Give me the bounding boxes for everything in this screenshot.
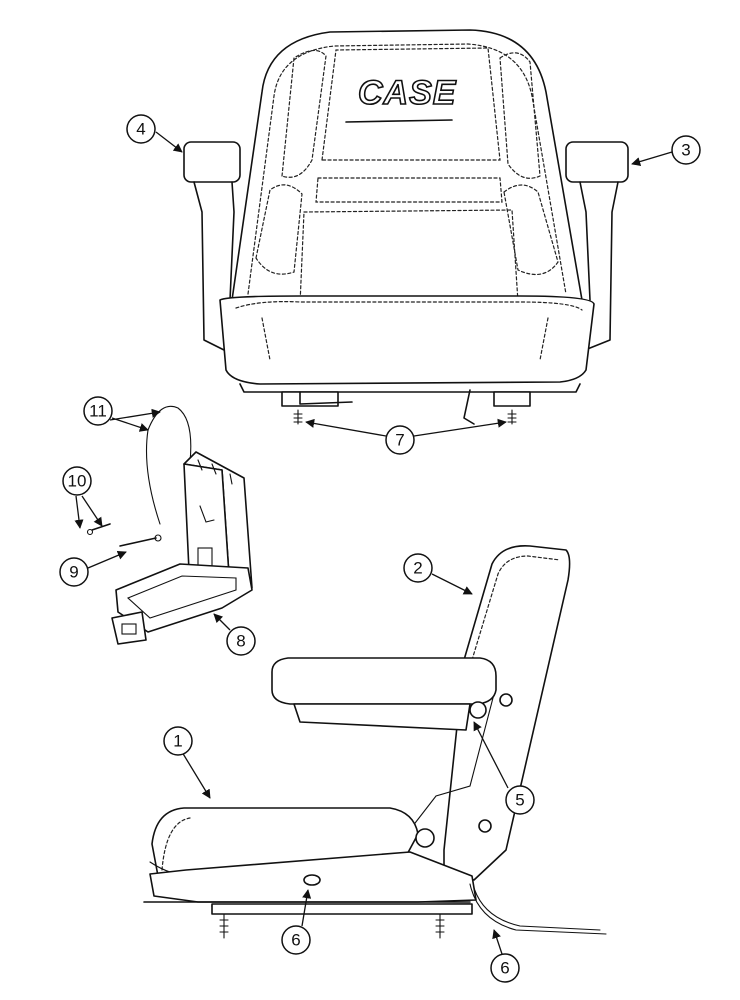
backrest-front <box>231 29 583 301</box>
svg-text:11: 11 <box>89 402 107 421</box>
svg-text:6: 6 <box>500 959 509 978</box>
pin <box>91 523 111 531</box>
callout-9: 9 <box>59 557 89 587</box>
callout-5: 5 <box>505 785 535 815</box>
callout-1: 1 <box>163 726 193 756</box>
callout-4: 4 <box>126 114 156 144</box>
svg-text:8: 8 <box>236 632 245 651</box>
armrest-right-front <box>565 141 629 183</box>
svg-text:3: 3 <box>681 141 690 160</box>
armrest-left-front <box>183 141 241 183</box>
svg-text:5: 5 <box>515 791 524 810</box>
armrest-side <box>271 657 497 705</box>
seatbelt-pouch-assembly <box>86 405 253 645</box>
case-logo: CASE <box>358 74 457 112</box>
mount-bracket-right <box>493 391 531 407</box>
seat-cushion-front <box>219 295 595 385</box>
callout-8: 8 <box>226 626 256 656</box>
bolt <box>119 537 157 547</box>
svg-text:10: 10 <box>68 472 87 491</box>
callout-3: 3 <box>671 135 701 165</box>
callout-11: 11 <box>83 396 113 426</box>
svg-text:2: 2 <box>413 559 422 578</box>
callout-6-harness: 6 <box>490 953 520 983</box>
seat-front-view: CASE <box>183 29 629 425</box>
slide-lever <box>303 874 321 886</box>
svg-text:6: 6 <box>291 931 300 950</box>
callout-2: 2 <box>403 553 433 583</box>
callout-7: 7 <box>385 425 415 455</box>
backrest-side <box>443 545 571 881</box>
callout-10: 10 <box>62 466 92 496</box>
svg-text:9: 9 <box>69 563 78 582</box>
backrest-panel-upper <box>321 47 501 161</box>
backrest-band <box>315 177 503 203</box>
svg-text:4: 4 <box>136 120 145 139</box>
svg-text:1: 1 <box>173 732 182 751</box>
logo-underline <box>345 119 453 123</box>
wiring-harness <box>469 883 607 935</box>
svg-text:7: 7 <box>395 431 404 450</box>
belt-buckle <box>111 611 147 645</box>
callout-6-lever: 6 <box>281 925 311 955</box>
seat-side-view <box>143 545 607 939</box>
